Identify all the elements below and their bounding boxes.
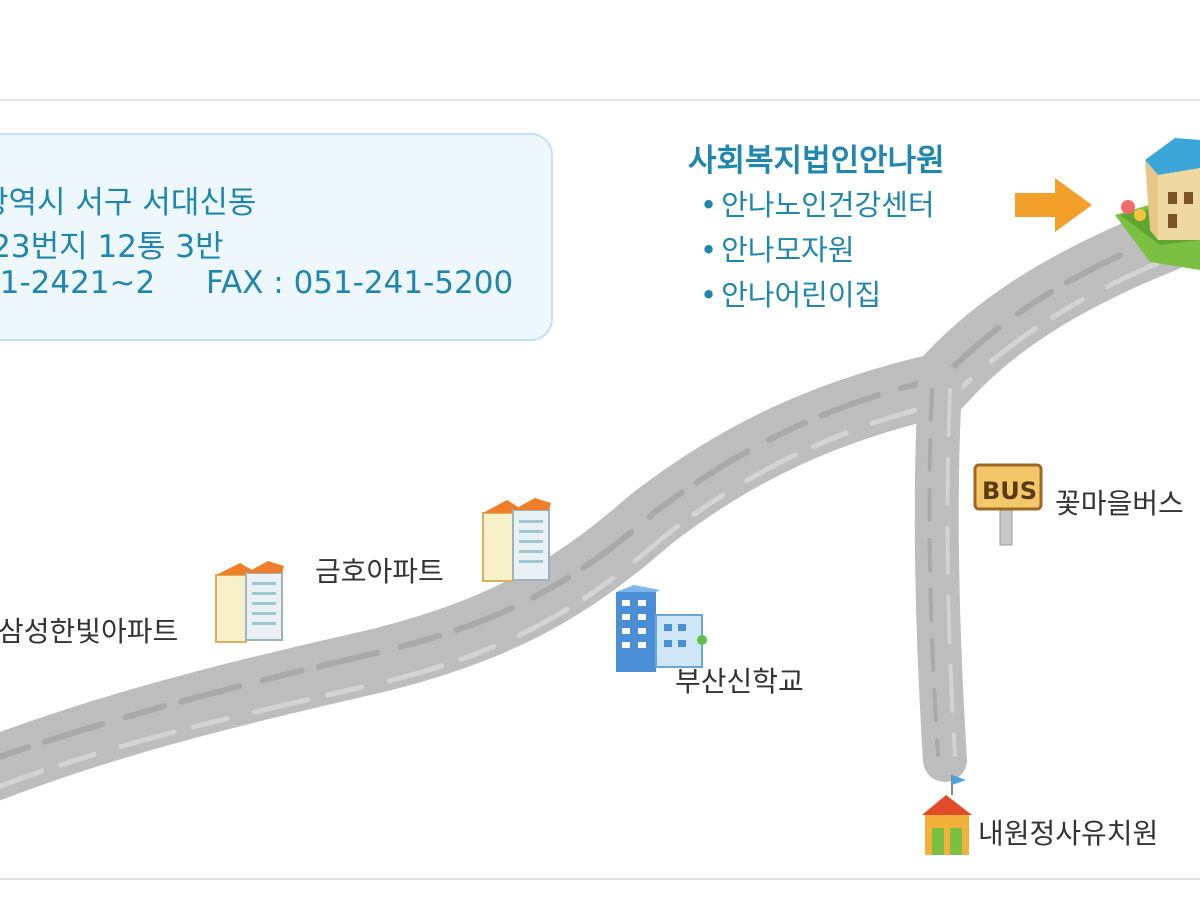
bullet: • [700, 188, 718, 222]
facility-item-label: 안나어린이집 [721, 278, 882, 312]
facility-item-label: 안나노인건강센터 [721, 188, 935, 222]
address-line-2: -23번지 12통 3반 [0, 229, 224, 265]
bus-sign-text: BUS [982, 477, 1037, 505]
facility-item-label: 안나모자원 [721, 233, 855, 267]
contact-info-box [0, 133, 553, 341]
bus-sign-icon: BUS [973, 463, 1043, 546]
bullet: • [700, 233, 718, 267]
top-border [0, 99, 1200, 101]
facility-item: •안나어린이집 [700, 272, 881, 314]
branch-road [914, 363, 967, 782]
phone-line: 41-2421~2 [0, 265, 156, 301]
label-kindergarten: 내원정사유치원 [978, 817, 1159, 850]
main-road [0, 208, 1197, 801]
bottom-border [0, 878, 1200, 880]
label-school: 부산신학교 [675, 665, 804, 698]
arrow-right-icon [1015, 178, 1092, 232]
kindergarten-icon [922, 775, 972, 855]
label-kumho-apartment: 금호아파트 [315, 555, 444, 588]
label-bus-stop: 꽃마을버스 [1055, 487, 1184, 520]
apartment-icon [215, 561, 284, 643]
apartment-icon [482, 498, 551, 582]
facility-title: 사회복지법인안나원 [688, 143, 945, 179]
house-icon [1115, 138, 1200, 270]
facility-item: •안나모자원 [700, 227, 855, 269]
facility-item: •안나노인건강센터 [700, 182, 935, 224]
school-building-icon [616, 585, 707, 672]
address-line-1: 광역시 서구 서대신동 [0, 185, 257, 221]
fax-line: FAX : 051-241-5200 [206, 265, 514, 301]
label-samsung-apartment: 삼성한빛아파트 [0, 615, 179, 648]
bullet: • [700, 278, 718, 312]
